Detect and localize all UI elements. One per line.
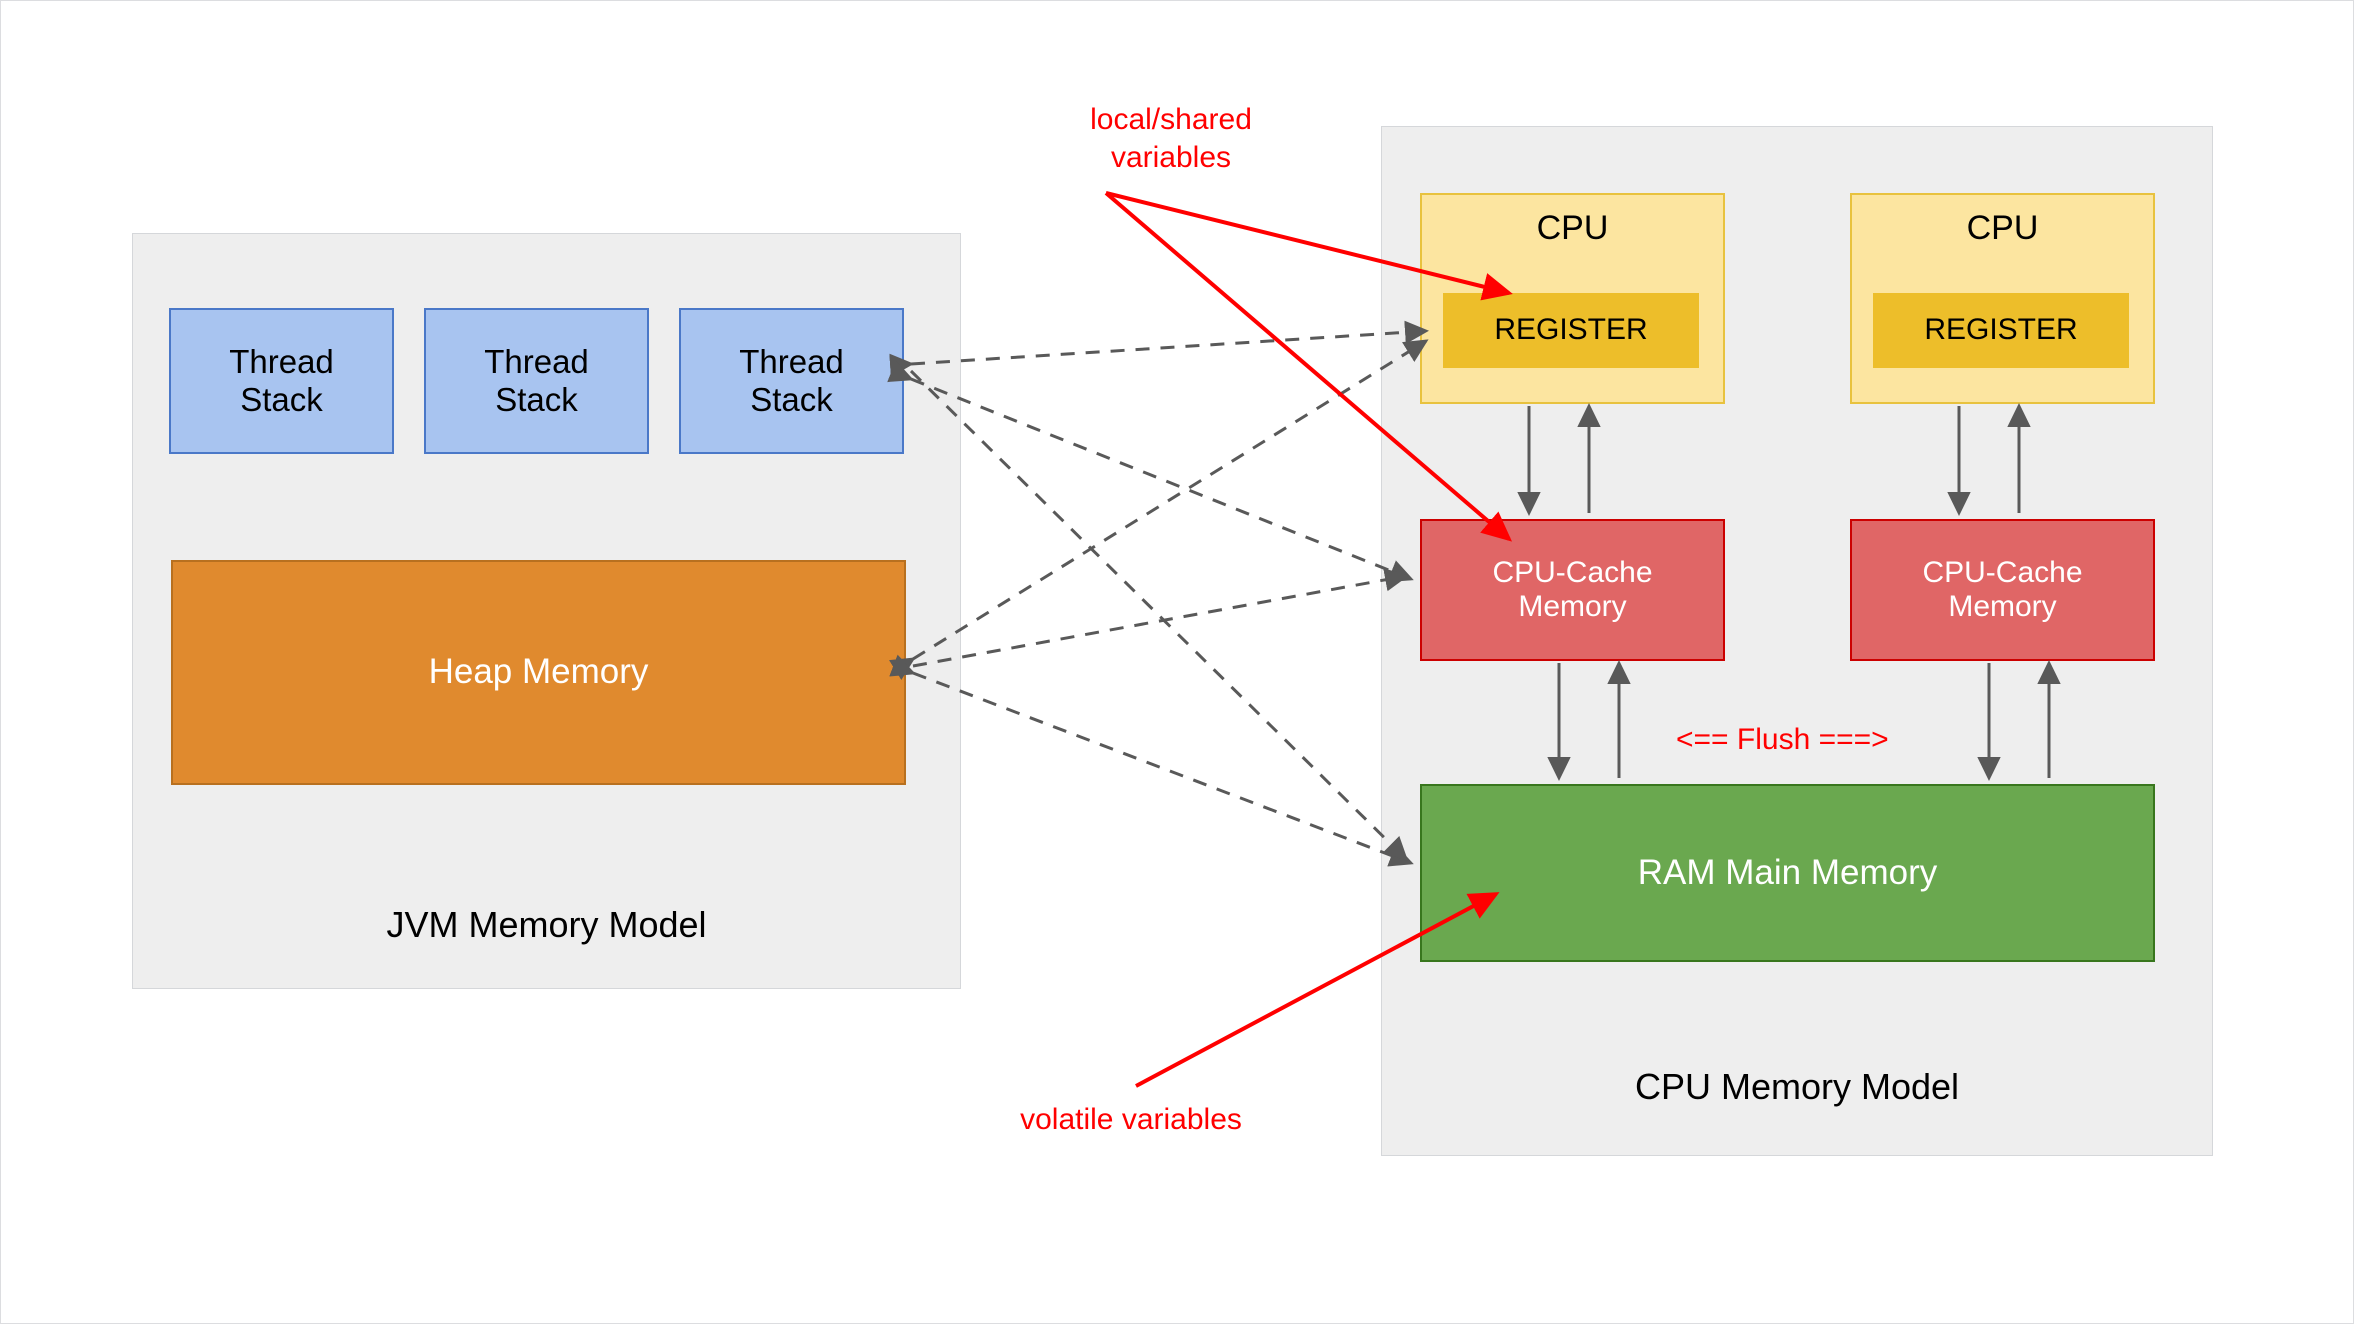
dashed-link-heap-register	[888, 339, 1429, 681]
cpu-box-2: CPU REGISTER	[1850, 193, 2155, 404]
cpu-label-1: CPU	[1536, 209, 1609, 247]
annotation-volatile-variables: volatile variables	[1020, 1103, 1242, 1136]
cpu-box-1: CPU REGISTER	[1420, 193, 1725, 404]
register-label-2: REGISTER	[1924, 313, 2078, 347]
ram-main-memory-label: RAM Main Memory	[1637, 852, 1938, 892]
flush-label: <== Flush ===>	[1676, 723, 1889, 756]
jvm-memory-model-title: JVM Memory Model	[386, 904, 707, 945]
heap-memory-box: Heap Memory	[171, 560, 906, 785]
dashed-link-threadstack-ram	[909, 369, 1409, 862]
dashed-link-heap-cache	[912, 568, 1409, 668]
heap-memory-label: Heap Memory	[428, 652, 649, 692]
register-label-1: REGISTER	[1494, 313, 1648, 347]
dashed-link-threadstack-register	[889, 320, 1429, 378]
ram-main-memory-box: RAM Main Memory	[1420, 784, 2155, 962]
cpu-label-2: CPU	[1966, 209, 2039, 247]
dashed-link-heap-ram	[889, 654, 1414, 867]
register-box-2: REGISTER	[1873, 293, 2129, 368]
register-box-1: REGISTER	[1443, 293, 1699, 368]
dashed-link-threadstack-cache	[887, 360, 1414, 583]
cpu-memory-model-title: CPU Memory Model	[1634, 1066, 1960, 1107]
